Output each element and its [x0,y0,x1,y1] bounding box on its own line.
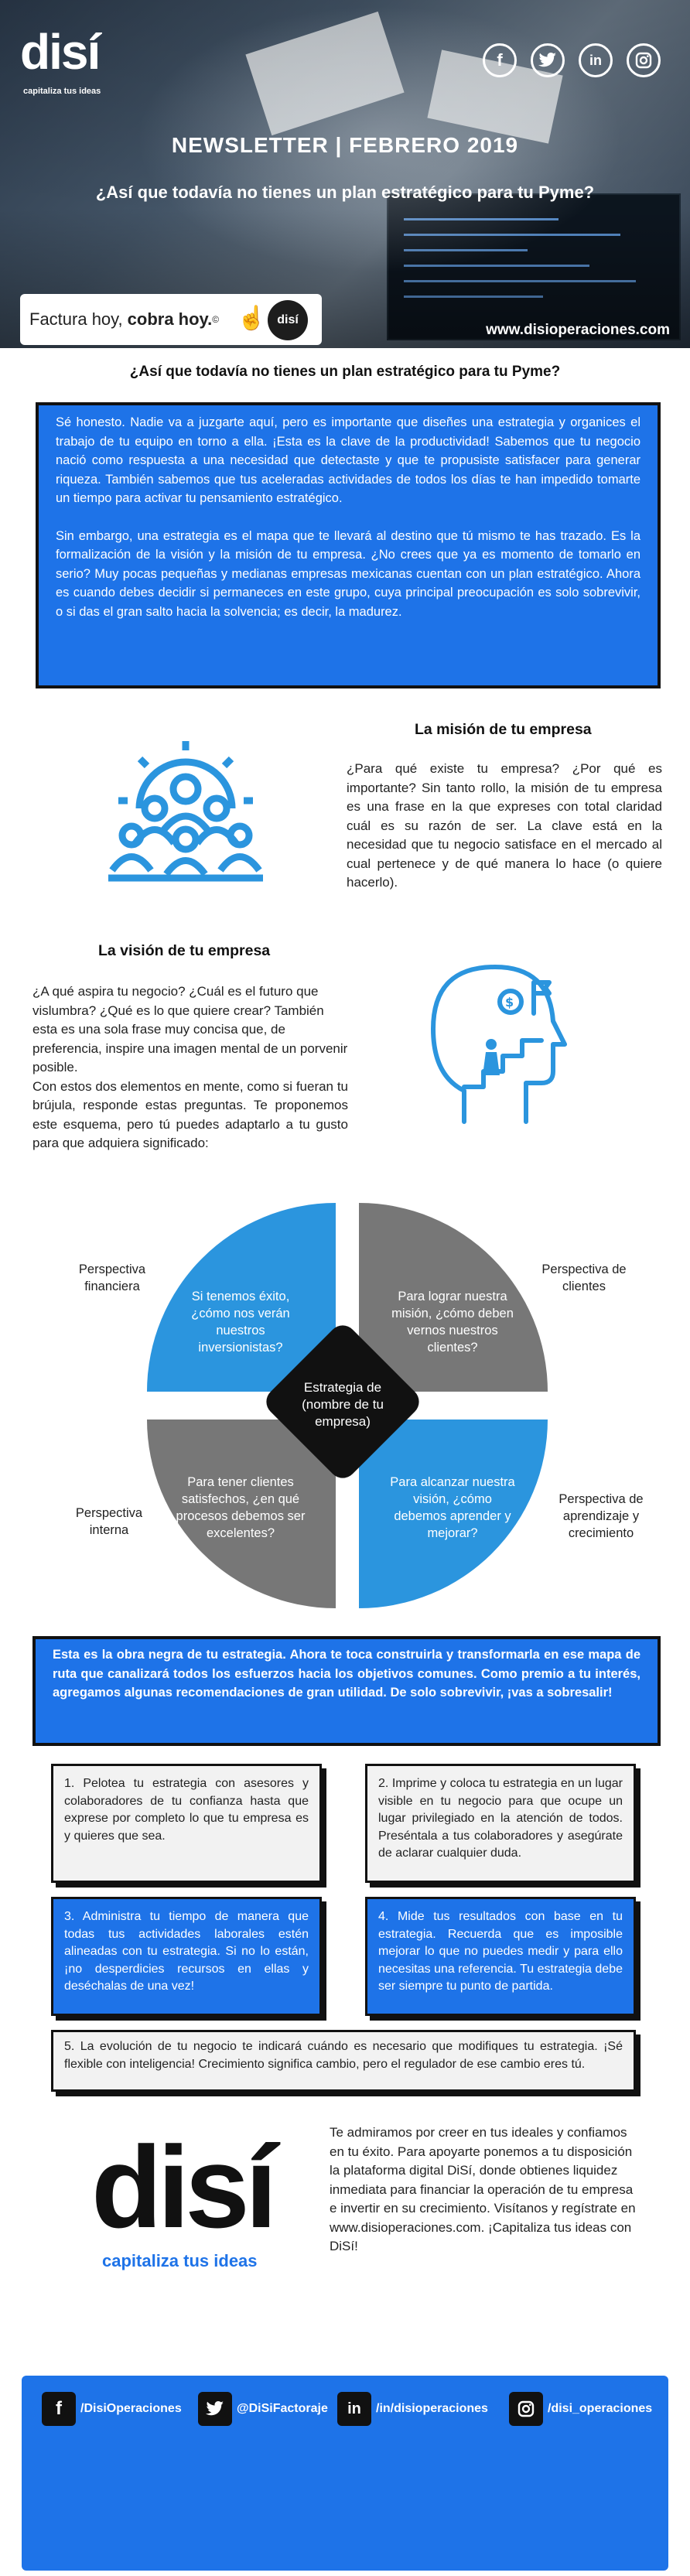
intro-paragraph: Sé honesto. Nadie va a juzgarte aquí, pe… [56,415,640,505]
header-tagline: capitaliza tus ideas [23,87,101,96]
instagram-icon [509,2392,543,2426]
instagram-icon[interactable] [627,43,661,77]
perspective-label: Perspectiva de aprendizaje y crecimiento [558,1492,644,1540]
banner-logo: disí [268,300,308,340]
vision-paragraph: Con estos dos elementos en mente, como s… [32,1078,348,1151]
social-handle: /DisiOperaciones [80,2402,182,2415]
social-handle: @DiSiFactoraje [237,2402,328,2415]
quadrant-question: Para alcanzar nuestra visión, ¿cómo debe… [390,1475,515,1540]
footer-instagram[interactable]: /disi_operaciones [509,2392,652,2426]
social-handle: /disi_operaciones [548,2402,653,2415]
quadrant-question: Para lograr nuestra misión, ¿cómo deben … [391,1290,514,1355]
recommendation-card: 5. La evolución de tu negocio te indicar… [51,2030,636,2092]
linkedin-icon: in [337,2392,371,2426]
newsletter-subtitle: ¿Así que todavía no tienes un plan estra… [95,183,595,202]
intro-box: Sé honesto. Nadie va a juzgarte aquí, pe… [36,402,661,688]
footer-twitter[interactable]: @DiSiFactoraje [198,2392,328,2426]
head-stairs-icon: $ [431,965,567,1124]
quadrant-question: Si tenemos éxito, ¿cómo nos verán nuestr… [191,1290,290,1355]
obra-text: Esta es la obra negra de tu estrategia. … [53,1648,640,1700]
mision-text: ¿Para qué existe tu empresa? ¿Por qué es… [347,761,662,890]
footer-logo[interactable]: disí [91,2122,277,2252]
diagram-center-label: Estrategia de (nombre de tu empresa) [302,1380,384,1429]
vision-paragraph: ¿A qué aspira tu negocio? ¿Cuál es el fu… [32,984,348,1074]
intro-heading: ¿Así que todavía no tienes un plan estra… [129,364,561,380]
intro-paragraph: Sin embargo, una estrategia es el mapa q… [56,528,640,619]
facebook-icon: f [42,2392,76,2426]
monitor-image [387,193,681,340]
perspective-label: Perspectiva interna [75,1506,143,1537]
obra-box: Esta es la obra negra de tu estrategia. … [32,1636,661,1746]
team-gear-icon [108,741,263,882]
perspective-label: Perspectiva de clientes [541,1262,627,1293]
mision-heading: La misión de tu empresa [415,721,592,738]
recommendation-card: 4. Mide tus resultados con base en tu es… [365,1897,636,2016]
recommendation-card: 3. Administra tu tiempo de manera que to… [51,1897,322,2016]
footer-linkedin[interactable]: in /in/disioperaciones [337,2392,488,2426]
banner-text: Factura hoy, [29,309,123,329]
promo-banner[interactable]: Factura hoy, cobra hoy.© ☝ disí [20,294,322,345]
pointing-hand-icon: ☝ [237,306,266,331]
social-handle: /in/disioperaciones [376,2402,488,2415]
banner-mark: © [212,314,220,325]
header-logo[interactable]: disí [20,24,101,80]
footer-facebook[interactable]: f /DisiOperaciones [42,2392,182,2426]
website-url[interactable]: www.disioperaciones.com [486,322,670,338]
recommendation-card: 1. Pelotea tu estrategia con asesores y … [51,1764,322,1883]
linkedin-icon[interactable]: in [579,43,613,77]
banner-bold: cobra hoy. [127,309,213,329]
newsletter-title: NEWSLETTER | FEBRERO 2019 [171,133,519,157]
footer-text: Te admiramos por creer en tus ideales y … [330,2125,636,2253]
header-hero [0,0,690,348]
facebook-icon[interactable]: f [483,43,517,77]
svg-text:$: $ [505,995,514,1010]
vision-text: ¿A qué aspira tu negocio? ¿Cuál es el fu… [32,982,348,1153]
vision-heading: La visión de tu empresa [98,942,271,959]
perspective-label: Perspectiva financiera [78,1262,146,1293]
footer-tagline: capitaliza tus ideas [102,2251,258,2270]
twitter-icon[interactable] [531,43,565,77]
recommendation-card: 2. Imprime y coloca tu estrategia en un … [365,1764,636,1883]
twitter-icon [198,2392,232,2426]
quadrant-question: Para tener clientes satisfechos, ¿en qué… [176,1475,306,1540]
